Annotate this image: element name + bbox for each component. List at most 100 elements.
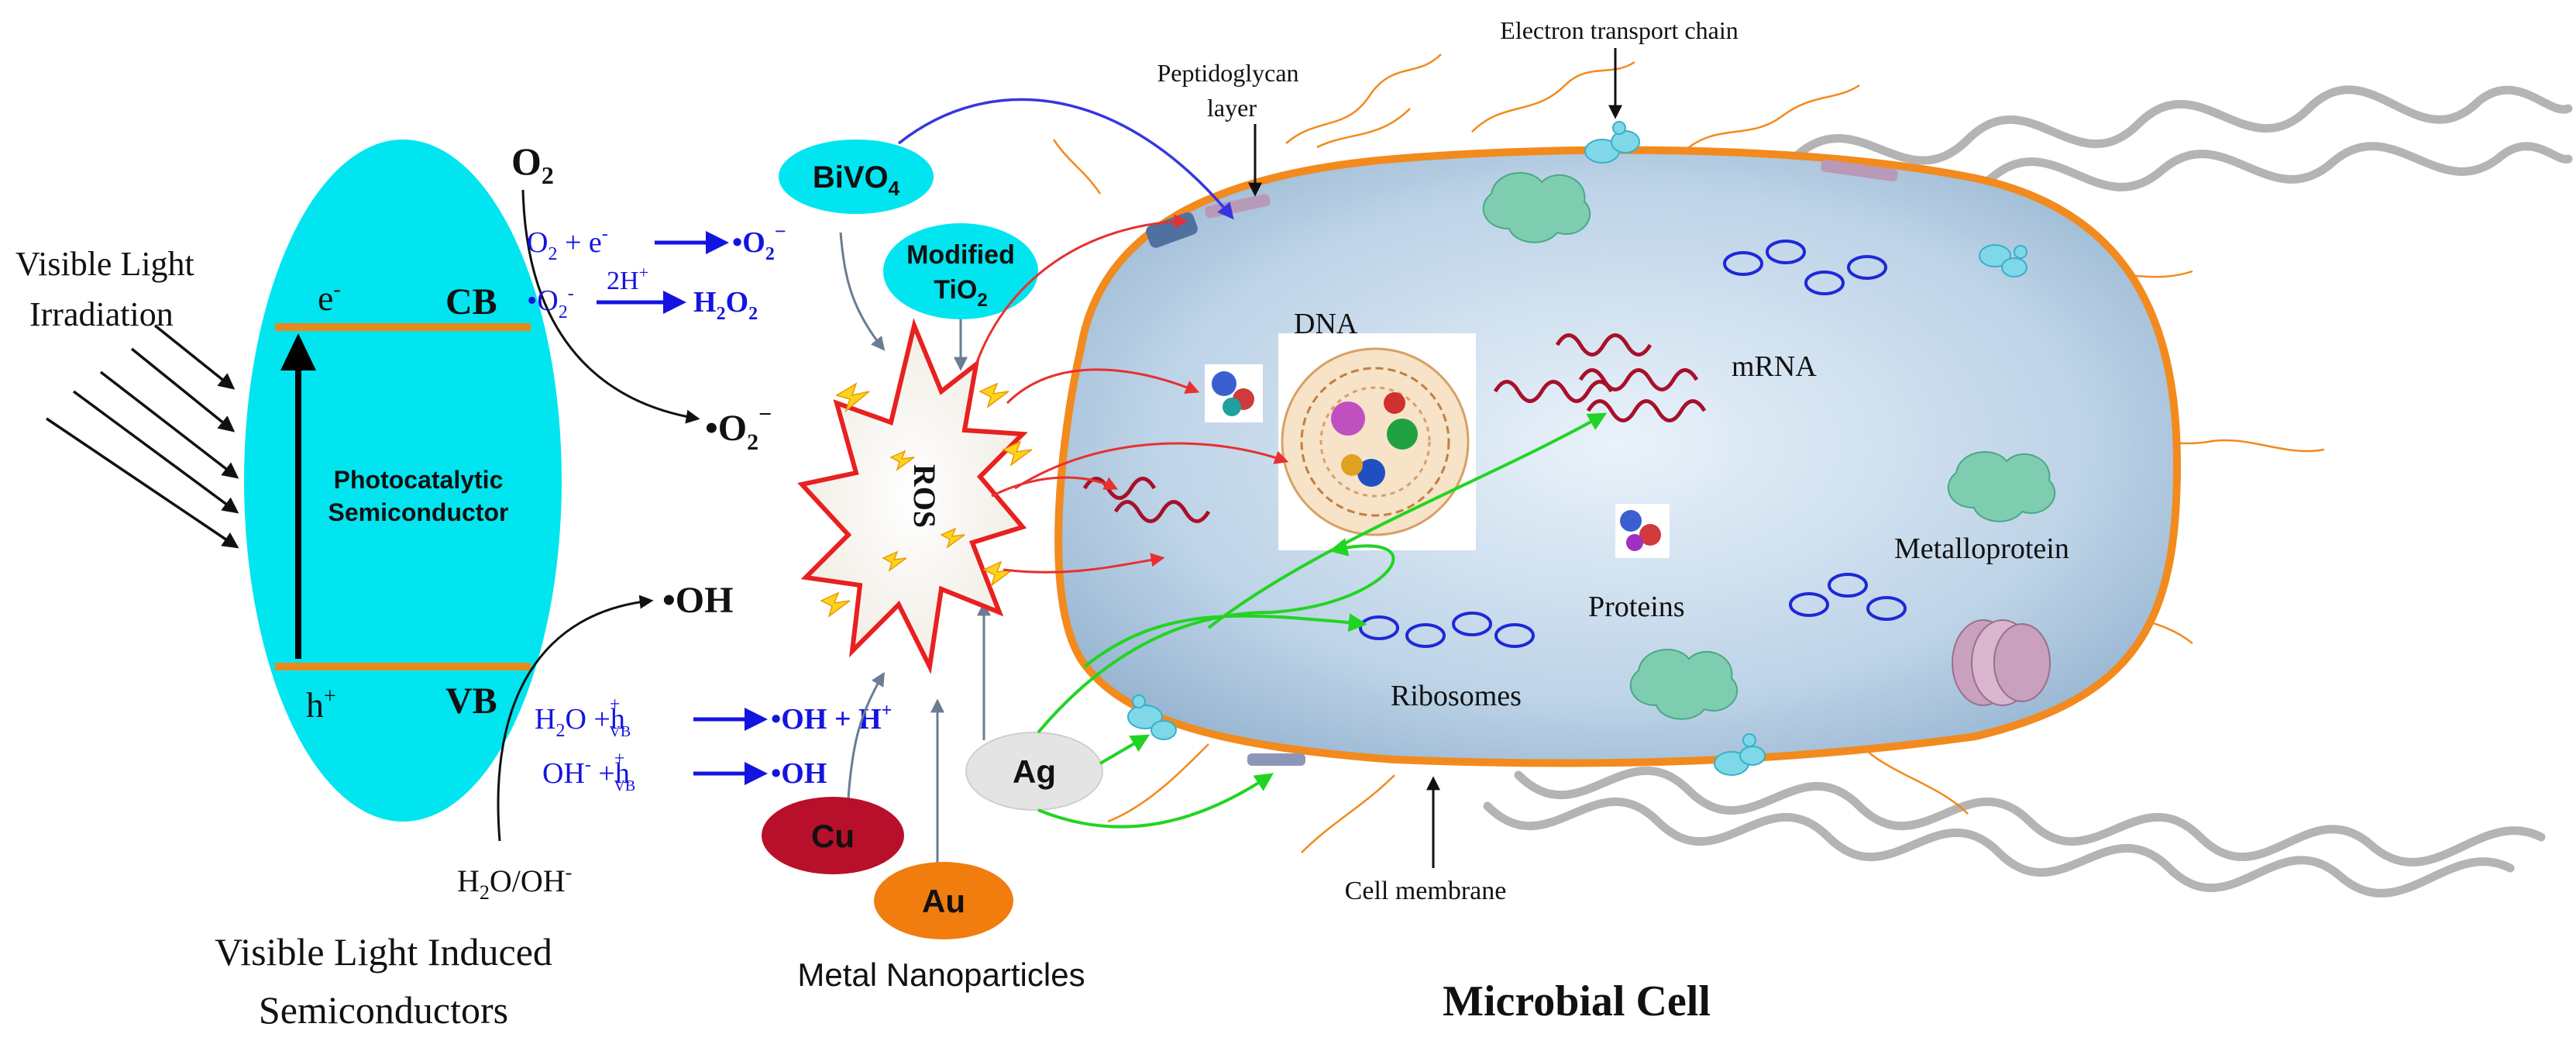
modified-tio2-label-line1: Modified (906, 240, 1015, 270)
hole-label: h+ (306, 684, 336, 725)
protein-cloud (1482, 172, 1591, 243)
light-ray (46, 417, 239, 549)
spark-icon (978, 382, 1009, 408)
etc-proteins (1127, 121, 2027, 776)
mrna-label: mRNA (1732, 350, 1817, 383)
pilus (1301, 774, 1395, 853)
semiconductor-label-line2: Semiconductor (328, 498, 509, 526)
peptidoglycan-label-line2: layer (1207, 94, 1257, 122)
mrna-strand (1493, 380, 1614, 403)
ros-label: ROS (907, 464, 942, 528)
peptidoglycan-label-line1: Peptidoglycan (1157, 59, 1298, 87)
protein-molecule (1615, 504, 1670, 558)
light-ray (153, 324, 236, 390)
reaction-3-product: •OH + H+ (771, 701, 892, 736)
water-to-oh-arrow (497, 594, 654, 842)
ag-particle (965, 732, 1103, 811)
light-label-line1: Visible Light (15, 245, 194, 283)
au-label: Au (922, 883, 965, 919)
conduction-band (275, 323, 531, 331)
reaction-4-reactants: OH- +h+VB (542, 749, 635, 794)
etc-label: Electron transport chain (1500, 16, 1738, 44)
semiconductor-label-line1: Photocatalytic (334, 466, 504, 494)
mrna-strand (1082, 477, 1157, 500)
ribosome-clusters (1359, 240, 1907, 648)
ag-to-ribosome-arrow (1083, 613, 1367, 668)
semiconductor-panel: Visible Light Irradiation e- CB h+ VB Ph… (15, 140, 562, 1032)
protein-cloud (1629, 649, 1738, 720)
peptidoglycan-patch (1247, 753, 1305, 766)
bivo4-label: BiVO4 (813, 160, 900, 200)
flagellum (1483, 797, 2515, 898)
electron-label: e- (318, 277, 341, 318)
light-ray (99, 370, 239, 479)
cu-to-ros-arrow (847, 671, 885, 799)
light-rays (46, 324, 239, 549)
reaction-3-reactants: H2O +h+VB (535, 694, 631, 741)
ros-to-cytoplasm-arrow (1003, 553, 1165, 574)
superoxide-label: •O2− (705, 401, 772, 455)
o2-label: O2 (511, 140, 554, 189)
pilus (1052, 139, 1102, 195)
ros-to-rna-arrow (991, 476, 1119, 498)
protein-molecule (1205, 364, 1263, 422)
protein-clouds (1482, 172, 2055, 720)
pilus (1285, 53, 1442, 144)
pilus (1688, 84, 1860, 149)
water-hydroxide-label: H2O/OH- (457, 861, 572, 904)
reaction-panel: O2 O2 + e- •O2− •O2- 2H+ H2O2 •O2− •OH H… (457, 140, 892, 904)
light-ray (72, 390, 239, 514)
semiconductor-caption-line2: Semiconductors (259, 988, 508, 1032)
spark-icon (940, 527, 965, 549)
protein-cloud (1947, 451, 2055, 522)
reaction-2-reactant: •O2- (527, 284, 574, 322)
semiconductor-caption-line1: Visible Light Induced (215, 930, 552, 974)
reaction-1-product: •O2− (732, 220, 786, 264)
ros-burst (797, 318, 1028, 674)
ribosomes-label: Ribosomes (1391, 680, 1522, 712)
mrna-strand (1555, 333, 1653, 357)
modified-tio2-particle (883, 223, 1038, 319)
proteins-label: Proteins (1588, 591, 1685, 623)
mrna-strand (1113, 500, 1211, 523)
dna-nucleoid (1278, 333, 1476, 550)
etc-protein (1127, 694, 1177, 740)
ag-to-mrna-arrow (1207, 412, 1608, 629)
metalloprotein-label: Metalloprotein (1894, 532, 2069, 565)
peptidoglycan-patch (1821, 159, 1898, 182)
ag-to-membrane-arrow (1037, 773, 1274, 829)
ag-label: Ag (1013, 753, 1056, 790)
ros-to-dna-arrow (1014, 442, 1289, 490)
ribosome-cluster (1789, 573, 1907, 621)
excitation-arrow-head (280, 333, 316, 370)
pilus (1316, 108, 1411, 149)
bivo4-to-membrane-arrow (897, 98, 1234, 220)
spark-icon (882, 550, 907, 572)
organelle-stack (1952, 619, 2051, 706)
bivo4-particle (779, 140, 934, 214)
sparks (820, 382, 1033, 618)
etc-protein (1979, 244, 2027, 277)
o2-to-superoxide-arrow (521, 189, 700, 424)
reaction-2-condition: 2H+ (607, 263, 648, 295)
membrane-label: Cell membrane (1345, 877, 1507, 905)
pilus (1471, 60, 1635, 133)
ribosome-cluster (1723, 240, 1887, 295)
spark-icon (835, 382, 870, 413)
flagellum (1514, 766, 2546, 867)
cu-particle (762, 797, 904, 874)
cell-title: Microbial Cell (1443, 977, 1711, 1025)
ros-attack-arrows (975, 214, 1289, 574)
ag-to-etc-arrow (1099, 734, 1150, 765)
pilus (1859, 743, 1969, 815)
spark-icon (1002, 440, 1033, 467)
light-label-line2: Irradiation (29, 295, 174, 333)
flagellum (1793, 85, 2573, 165)
reaction-2-product: H2O2 (693, 286, 758, 324)
nanoparticles-caption: Metal Nanoparticles (797, 956, 1085, 993)
light-ray (130, 347, 236, 433)
bivo4-to-ros-arrow (839, 232, 886, 351)
reaction-1-reactants: O2 + e- (527, 224, 608, 264)
mrna-strands (1082, 333, 1707, 523)
